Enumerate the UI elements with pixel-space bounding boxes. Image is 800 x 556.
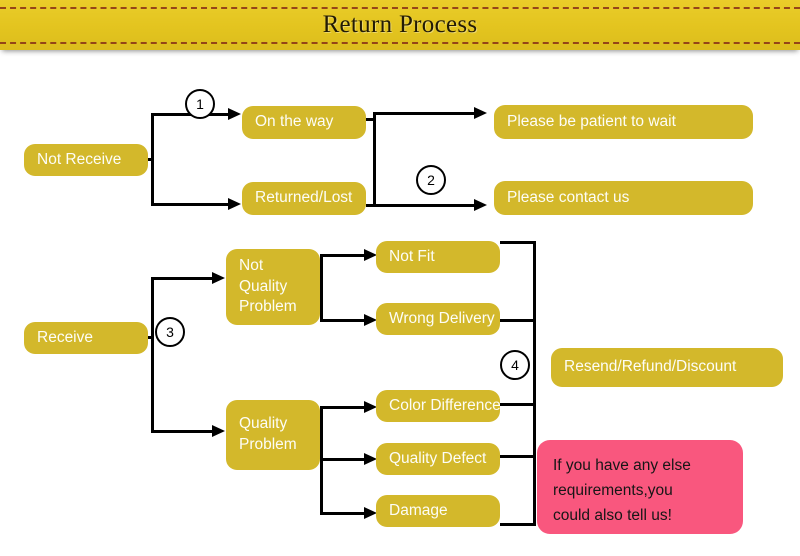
connector-to-wrong-delivery <box>320 319 366 322</box>
connector-to-quality <box>151 430 213 433</box>
node-resend-refund-discount[interactable]: Resend/Refund/Discount <box>551 348 783 387</box>
step-badge-3: 3 <box>155 317 185 347</box>
merge-stub-color-difference <box>500 403 536 406</box>
connector-not-receive-split <box>151 113 154 206</box>
header-banner: Return Process <box>0 0 800 50</box>
arrow-to-not-quality <box>212 272 225 284</box>
arrow-to-quality-defect <box>364 453 377 465</box>
node-wrong-delivery[interactable]: Wrong Delivery <box>376 303 500 335</box>
connector-results-bar <box>373 112 376 207</box>
connector-not-quality-fanout <box>320 254 323 322</box>
callout-bubble: If you have any else requirements,you co… <box>537 440 743 534</box>
arrow-to-on-the-way <box>228 108 241 120</box>
arrow-to-please-wait <box>474 107 487 119</box>
node-not-quality-line-2: Quality <box>239 277 288 295</box>
banner-stitch-top <box>0 7 800 9</box>
node-not-quality-line-1: Not <box>239 257 264 275</box>
node-on-the-way[interactable]: On the way <box>242 106 366 139</box>
node-quality-line-2: Problem <box>239 436 297 453</box>
callout-line-3: could also tell us! <box>553 507 672 525</box>
connector-to-damage <box>320 512 366 515</box>
node-quality-problem[interactable]: Quality Problem <box>226 400 320 470</box>
connector-to-please-contact <box>373 204 476 207</box>
node-returned-lost[interactable]: Returned/Lost <box>242 182 366 215</box>
connector-receive-split <box>151 277 154 433</box>
callout-line-2: requirements,you <box>553 482 673 500</box>
connector-to-color-difference <box>320 406 366 409</box>
connector-on-the-way-stem <box>366 118 376 121</box>
arrow-to-damage <box>364 507 377 519</box>
node-not-quality-line-3: Problem <box>239 298 297 316</box>
step-badge-1: 1 <box>185 89 215 119</box>
connector-returned-lost-stem <box>366 204 376 207</box>
merge-stub-quality-defect <box>500 455 536 458</box>
banner-stitch-bottom <box>0 42 800 44</box>
merge-stub-not-fit <box>500 241 536 244</box>
node-quality-line-1: Quality <box>239 415 288 433</box>
arrow-to-please-contact <box>474 199 487 211</box>
merge-stub-damage <box>500 523 536 526</box>
node-not-quality-problem[interactable]: Not Quality Problem <box>226 249 320 325</box>
node-color-difference[interactable]: Color Difference <box>376 390 501 422</box>
connector-to-quality-defect <box>320 458 366 461</box>
connector-to-not-fit <box>320 254 366 257</box>
page-title: Return Process <box>322 11 478 38</box>
merge-stub-wrong-delivery <box>500 319 536 322</box>
node-please-contact-us[interactable]: Please contact us <box>494 181 753 215</box>
arrow-to-not-fit <box>364 249 377 261</box>
connector-to-returned-lost <box>151 203 229 206</box>
callout-line-1: If you have any else <box>553 457 691 474</box>
arrow-to-returned-lost <box>228 198 241 210</box>
node-quality-defect[interactable]: Quality Defect <box>376 443 500 475</box>
merge-rail <box>533 241 536 526</box>
connector-to-please-wait <box>373 112 476 115</box>
step-badge-4: 4 <box>500 350 530 380</box>
arrow-to-wrong-delivery <box>364 314 377 326</box>
node-not-fit[interactable]: Not Fit <box>376 241 500 273</box>
arrow-to-color-difference <box>364 401 377 413</box>
arrow-to-quality <box>212 425 225 437</box>
step-badge-2: 2 <box>416 165 446 195</box>
connector-to-not-quality <box>151 277 213 280</box>
node-please-be-patient[interactable]: Please be patient to wait <box>494 105 753 139</box>
node-not-receive[interactable]: Not Receive <box>24 144 148 176</box>
node-damage[interactable]: Damage <box>376 495 500 527</box>
node-receive[interactable]: Receive <box>24 322 148 354</box>
